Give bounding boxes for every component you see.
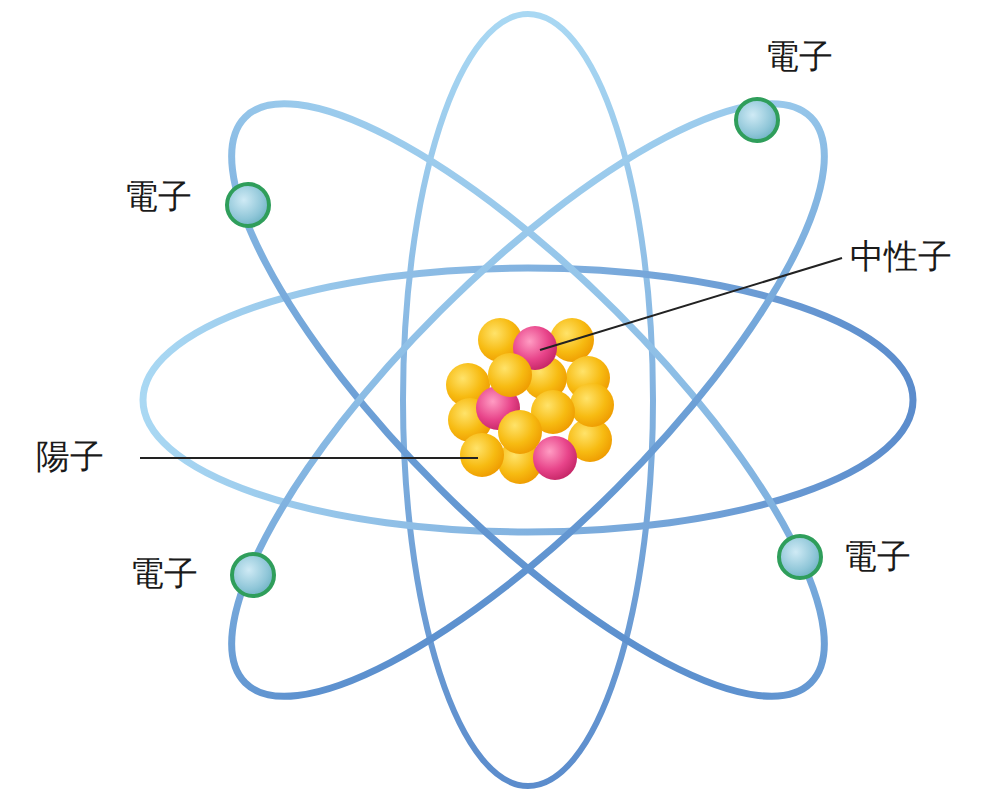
- part-label: 電子: [843, 536, 911, 577]
- orbit-set: [143, 14, 913, 786]
- orbit: [157, 29, 899, 771]
- proton: [498, 410, 542, 454]
- part-label: 中性子: [850, 236, 952, 277]
- leader-line: [540, 258, 842, 350]
- electron: [779, 536, 821, 578]
- proton: [570, 383, 614, 427]
- neutron: [533, 436, 577, 480]
- proton: [460, 433, 504, 477]
- part-label: 電子: [765, 36, 833, 77]
- orbit: [403, 14, 653, 786]
- proton: [488, 353, 532, 397]
- part-label: 電子: [130, 553, 198, 594]
- leader-set: [140, 258, 842, 458]
- nucleus: [446, 318, 614, 484]
- part-label: 電子: [124, 176, 192, 217]
- orbit: [143, 268, 913, 532]
- part-label: 陽子: [36, 436, 104, 477]
- electron: [736, 99, 778, 141]
- leader-line: [140, 457, 478, 459]
- orbit: [157, 29, 899, 771]
- electron: [232, 554, 274, 596]
- electron-set: [227, 99, 821, 596]
- electron: [227, 184, 269, 226]
